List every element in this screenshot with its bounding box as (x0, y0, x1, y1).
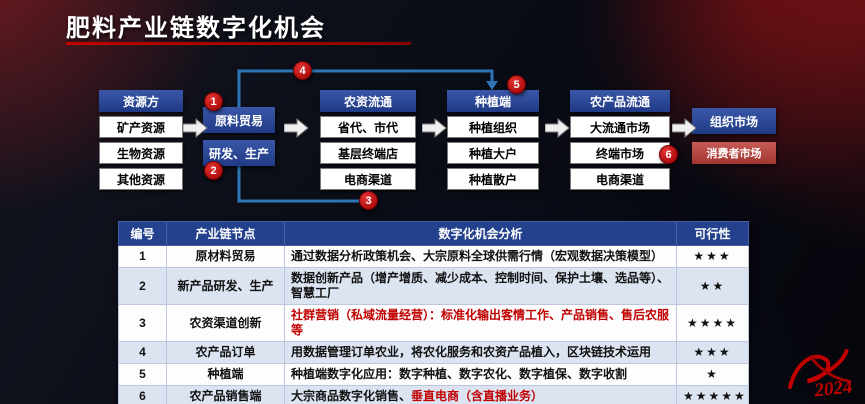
chain-item: 大流通市场 (570, 116, 670, 138)
cell-node: 原材料贸易 (166, 245, 285, 268)
chain-item: 省代、市代 (320, 116, 416, 138)
analysis-text: 大宗商品数字化销售、 (291, 389, 412, 403)
chain-item: 矿产资源 (99, 116, 183, 138)
step-badge-2: 2 (204, 161, 223, 180)
analysis-text: 数据创新产品（增产增质、减少成本、控制时间、保护土壤、选品等）、智慧工厂 (291, 271, 670, 300)
cell-node: 农资渠道创新 (166, 304, 285, 342)
column-header-planting: 种植端 (447, 90, 539, 112)
step-badge-5: 5 (507, 75, 526, 94)
cell-rating: ★★★★ (676, 304, 749, 342)
table-row: 2 新产品研发、生产 数据创新产品（增产增质、减少成本、控制时间、保护土壤、选品… (118, 267, 749, 305)
step-badge-4: 4 (293, 61, 312, 80)
right-arrow-icon (422, 117, 447, 139)
step-badge-3: 3 (359, 191, 378, 210)
chain-item: 种植散户 (447, 168, 539, 190)
chain-item: 种植大户 (447, 142, 539, 164)
col-header-no: 编号 (118, 221, 167, 246)
cell-no: 2 (118, 267, 167, 305)
table-row: 3 农资渠道创新 社群营销（私域流量经营）：标准化输出客情工作、产品销售、售后农… (118, 304, 749, 342)
cell-rating: ★★ (676, 267, 749, 305)
chain-item: 电商渠道 (320, 168, 416, 190)
table-header-row: 编号 产业链节点 数字化机会分析 可行性 (118, 221, 749, 246)
chain-item: 种植组织 (447, 116, 539, 138)
cell-no: 5 (118, 363, 167, 386)
cell-node: 农产品订单 (166, 341, 285, 364)
right-arrow-icon (183, 117, 208, 139)
chain-item: 其他资源 (99, 168, 183, 190)
column-header-resources: 资源方 (99, 90, 183, 112)
chain-item: 电商渠道 (570, 168, 670, 190)
cell-analysis: 数据创新产品（增产增质、减少成本、控制时间、保护土壤、选品等）、智慧工厂 (284, 267, 677, 305)
title-underline (66, 42, 411, 45)
cell-rating: ★★★ (676, 341, 749, 364)
signature-year: 2024 (813, 376, 854, 402)
cell-analysis: 通过数据分析政策机会、大宗原料全球供需行情（宏观数据决策模型） (284, 245, 677, 268)
column-produce: 农产品流通 大流通市场 终端市场 电商渠道 (570, 90, 670, 190)
analysis-red-text: 社群营销（私域流量经营）：标准化输出客情工作、产品销售、售后农服等 (291, 308, 670, 337)
cell-node: 新产品研发、生产 (166, 267, 285, 305)
col-header-node: 产业链节点 (166, 221, 285, 246)
table-row: 5 种植端 种植端数字化应用：数字种植、数字农化、数字植保、数字收割 ★ (118, 363, 749, 386)
cell-analysis: 大宗商品数字化销售、垂直电商（含直播业务） (284, 385, 677, 404)
step-badge-1: 1 (204, 92, 223, 111)
page-title: 肥料产业链数字化机会 (66, 15, 326, 42)
column-planting: 种植端 种植组织 种植大户 种植散户 (447, 90, 539, 190)
cell-rating: ★★★★★ (676, 385, 749, 404)
table-row: 1 原材料贸易 通过数据分析政策机会、大宗原料全球供需行情（宏观数据决策模型） … (118, 245, 749, 268)
cell-no: 4 (118, 341, 167, 364)
cell-no: 6 (118, 385, 167, 404)
cell-analysis: 种植端数字化应用：数字种植、数字农化、数字植保、数字收割 (284, 363, 677, 386)
box-raw-material-trade: 原料贸易 (203, 107, 275, 133)
opportunity-table: 编号 产业链节点 数字化机会分析 可行性 1 原材料贸易 通过数据分析政策机会、… (118, 221, 749, 404)
chain-item: 终端市场 (570, 142, 670, 164)
signature-flourish-icon (787, 348, 850, 389)
table-row: 6 农产品销售端 大宗商品数字化销售、垂直电商（含直播业务） ★★★★★ (118, 385, 749, 404)
box-consumer-market: 消费者市场 (692, 142, 776, 164)
col-header-rating: 可行性 (676, 221, 749, 246)
column-header-produce: 农产品流通 (570, 90, 670, 112)
signature-mark: 2024 (780, 346, 855, 404)
cell-analysis: 社群营销（私域流量经营）：标准化输出客情工作、产品销售、售后农服等 (284, 304, 677, 342)
column-header-agri-input: 农资流通 (320, 90, 416, 112)
analysis-red-text: 垂直电商（含直播业务） (411, 389, 544, 403)
cell-node: 农产品销售端 (166, 385, 285, 404)
right-arrow-icon (672, 117, 697, 139)
cell-no: 1 (118, 245, 167, 268)
cell-node: 种植端 (166, 363, 285, 386)
cell-analysis: 用数据管理订单农业，将农化服务和农资产品植入，区块链技术运用 (284, 341, 677, 364)
cell-rating: ★ (676, 363, 749, 386)
right-arrow-icon (545, 117, 570, 139)
analysis-text: 种植端数字化应用：数字种植、数字农化、数字植保、数字收割 (291, 367, 628, 381)
col-header-analysis: 数字化机会分析 (284, 221, 677, 246)
box-organization-market: 组织市场 (692, 108, 776, 134)
cell-rating: ★★★ (676, 245, 749, 268)
analysis-text: 用数据管理订单农业，将农化服务和农资产品植入，区块链技术运用 (291, 345, 652, 359)
step-badge-6: 6 (659, 145, 678, 164)
column-resources: 资源方 矿产资源 生物资源 其他资源 (99, 90, 183, 190)
table-row: 4 农产品订单 用数据管理订单农业，将农化服务和农资产品植入，区块链技术运用 ★… (118, 341, 749, 364)
chain-item: 基层终端店 (320, 142, 416, 164)
chain-item: 生物资源 (99, 142, 183, 164)
analysis-text: 通过数据分析政策机会、大宗原料全球供需行情（宏观数据决策模型） (291, 249, 664, 263)
right-arrow-icon (284, 117, 309, 139)
cell-no: 3 (118, 304, 167, 342)
connector-top-arrowhead (486, 81, 498, 90)
box-rnd-production: 研发、生产 (203, 140, 275, 166)
column-agri-input: 农资流通 省代、市代 基层终端店 电商渠道 (320, 90, 416, 190)
